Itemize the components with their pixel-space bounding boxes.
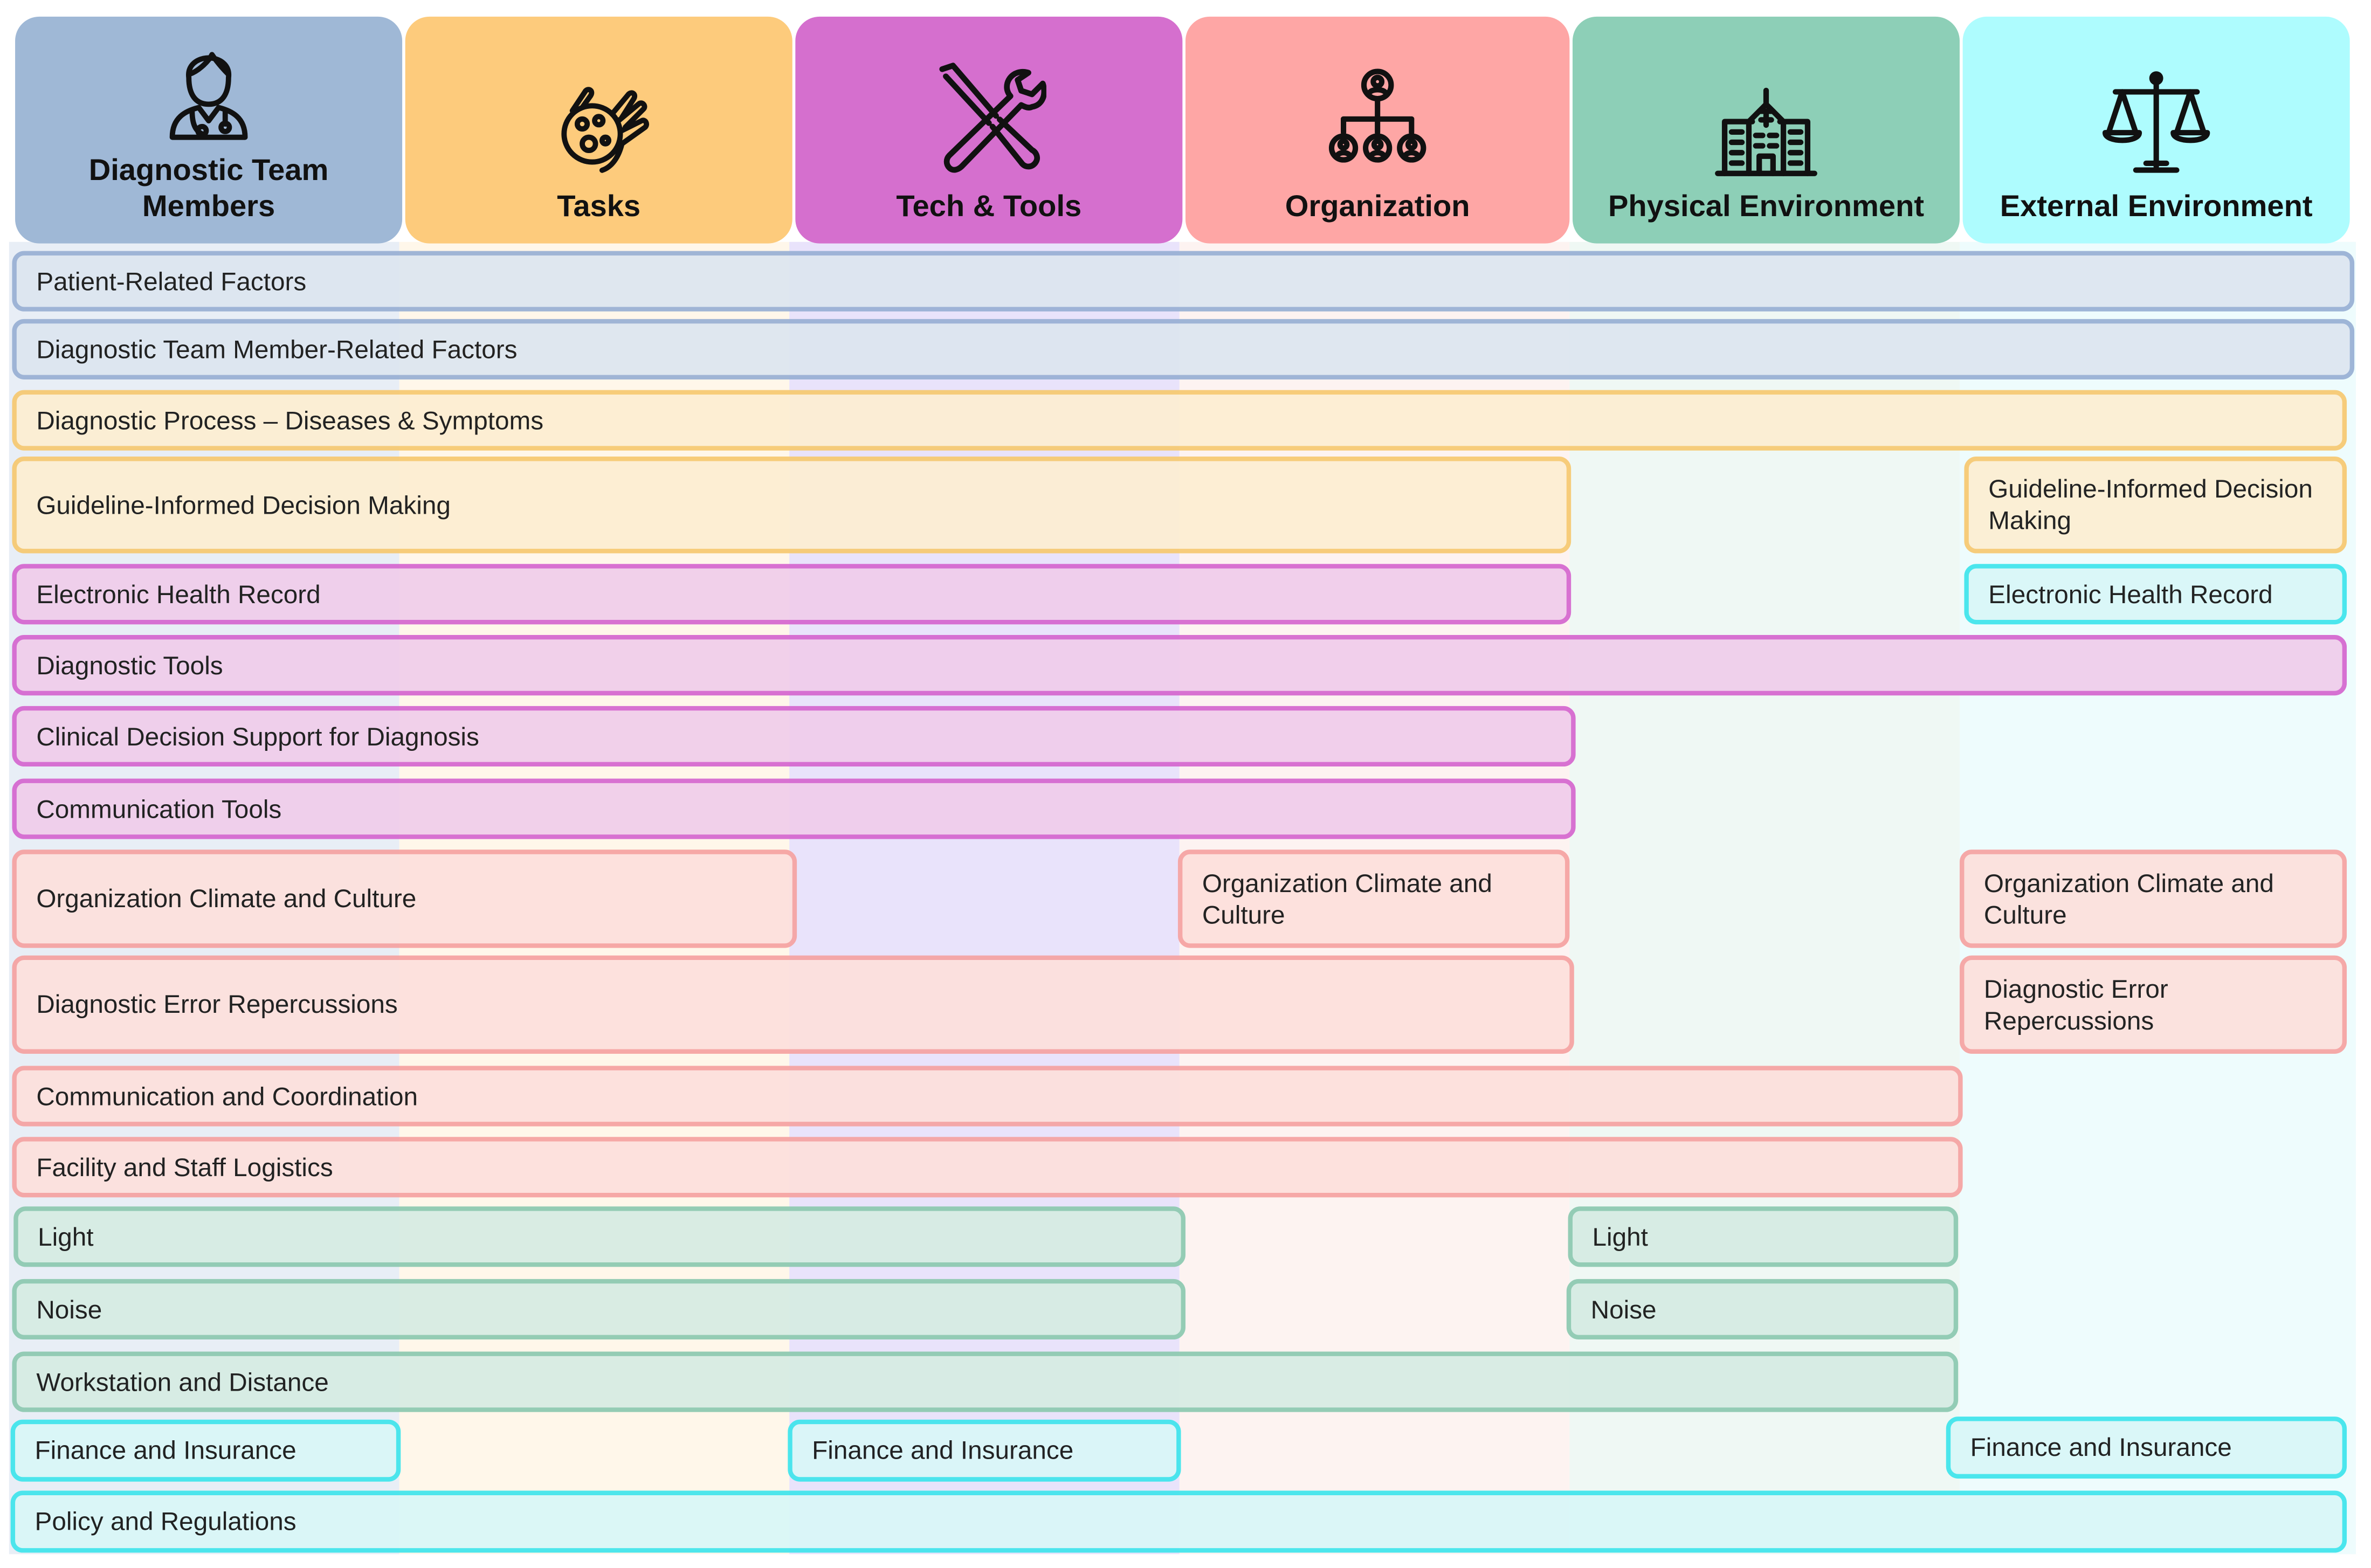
column-header-external: External Environment xyxy=(1962,16,2350,244)
org-chart-icon xyxy=(1328,68,1426,163)
factor-label: Guideline-Informed Decision Making xyxy=(1988,474,2313,535)
factor-label: Diagnostic Process – Diseases & Symptoms xyxy=(36,406,544,435)
factor-label: Workstation and Distance xyxy=(36,1367,329,1397)
column-title-physical: Physical Environment xyxy=(1608,190,1925,224)
factor-bar: Noise xyxy=(1566,1279,1959,1340)
factor-label: Electronic Health Record xyxy=(36,579,321,609)
factor-bar: Electronic Health Record xyxy=(12,564,1572,625)
factor-label: Policy and Regulations xyxy=(35,1507,297,1536)
factor-label: Organization Climate and Culture xyxy=(1202,868,1492,929)
factor-bar: Diagnostic Team Member-Related Factors xyxy=(12,319,2355,380)
factor-bar: Communication Tools xyxy=(12,778,1576,839)
factor-bar: Clinical Decision Support for Diagnosis xyxy=(12,706,1576,767)
factor-bar: Finance and Insurance xyxy=(1946,1417,2347,1479)
factor-label: Diagnostic Team Member-Related Factors xyxy=(36,335,518,364)
column-title-org: Organization xyxy=(1285,190,1470,224)
factor-bar: Workstation and Distance xyxy=(12,1351,1959,1412)
factor-label: Guideline-Informed Decision Making xyxy=(36,491,451,520)
factor-label: Organization Climate and Culture xyxy=(36,884,417,914)
factor-bar: Policy and Regulations xyxy=(10,1490,2347,1553)
factor-bar: Finance and Insurance xyxy=(788,1419,1181,1482)
column-header-team: Diagnostic Team Members xyxy=(15,16,403,244)
wrench-screwdriver-icon xyxy=(939,63,1046,173)
factor-bar: Electronic Health Record xyxy=(1964,564,2347,625)
factor-label: Patient-Related Factors xyxy=(36,267,307,296)
factor-bar: Diagnostic Error Repercussions xyxy=(1960,955,2347,1054)
factor-label: Finance and Insurance xyxy=(812,1436,1074,1465)
factor-bar: Light xyxy=(1568,1206,1959,1267)
factor-bar: Communication and Coordination xyxy=(12,1066,1963,1127)
factor-label: Light xyxy=(38,1222,94,1251)
factor-bar: Guideline-Informed Decision Making xyxy=(1964,457,2347,554)
factor-label: Diagnostic Error Repercussions xyxy=(36,990,398,1019)
clinician-icon xyxy=(169,52,248,140)
hospital-building-icon xyxy=(1715,87,1817,176)
column-header-physical: Physical Environment xyxy=(1572,16,1960,244)
factor-bar: Organization Climate and Culture xyxy=(1960,849,2347,948)
column-title-tech: Tech & Tools xyxy=(896,190,1082,224)
factor-label: Finance and Insurance xyxy=(1970,1433,2232,1462)
factor-label: Diagnostic Error Repercussions xyxy=(1983,974,2168,1035)
factor-label: Finance and Insurance xyxy=(35,1436,297,1465)
factor-bar: Light xyxy=(13,1206,1186,1267)
factor-label: Diagnostic Tools xyxy=(36,651,223,680)
balance-scale-icon xyxy=(2102,71,2210,173)
column-header-org: Organization xyxy=(1185,16,1570,244)
column-header-tech: Tech & Tools xyxy=(795,16,1183,244)
factor-label: Electronic Health Record xyxy=(1988,579,2273,609)
factor-label: Organization Climate and Culture xyxy=(1983,868,2274,929)
factor-label: Light xyxy=(1592,1222,1648,1251)
column-title-team: Diagnostic Team Members xyxy=(88,154,329,224)
column-title-external: External Environment xyxy=(2000,190,2313,224)
factor-label: Noise xyxy=(36,1295,102,1324)
factor-bar: Noise xyxy=(12,1279,1186,1340)
factor-label: Communication Tools xyxy=(36,794,282,824)
factor-bar: Organization Climate and Culture xyxy=(12,849,797,948)
column-header-tasks: Tasks xyxy=(405,16,792,244)
factor-label: Communication and Coordination xyxy=(36,1081,418,1111)
factor-bar: Diagnostic Tools xyxy=(12,635,2347,696)
factor-bar: Finance and Insurance xyxy=(10,1419,401,1482)
factor-bar: Guideline-Informed Decision Making xyxy=(12,457,1572,554)
column-title-tasks: Tasks xyxy=(557,190,641,224)
factor-bar: Facility and Staff Logistics xyxy=(12,1137,1963,1198)
factor-bar: Diagnostic Process – Diseases & Symptoms xyxy=(12,390,2347,451)
factor-label: Clinical Decision Support for Diagnosis xyxy=(36,722,479,751)
hand-with-pathogen-icon xyxy=(561,87,649,173)
factor-bar: Patient-Related Factors xyxy=(12,251,2355,312)
factor-bar: Diagnostic Error Repercussions xyxy=(12,955,1574,1054)
factor-label: Facility and Staff Logistics xyxy=(36,1152,333,1182)
factor-bar: Organization Climate and Culture xyxy=(1177,849,1570,948)
factor-label: Noise xyxy=(1590,1295,1657,1324)
